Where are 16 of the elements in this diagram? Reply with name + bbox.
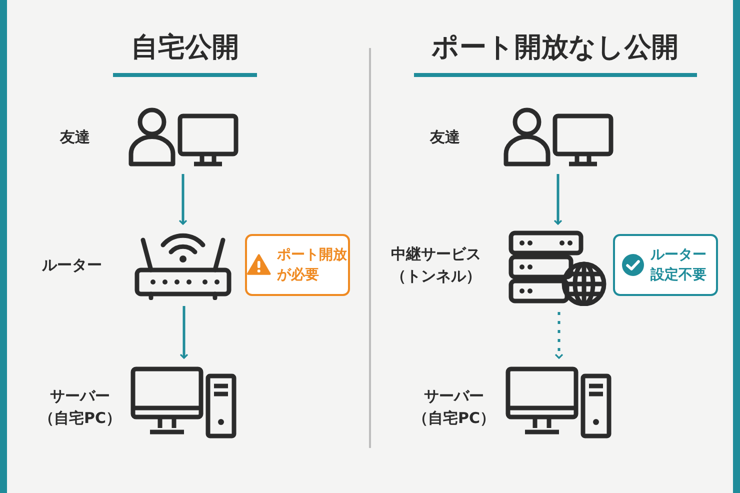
node-label: 友達 (428, 127, 461, 148)
node-label: ルーター (41, 255, 103, 276)
callout-box (245, 234, 350, 296)
callout-text: ポート開放が必要 (276, 246, 348, 285)
node-label: 中継サービス（トンネル） (390, 244, 482, 287)
heading: 自宅公開 (131, 31, 239, 65)
arrow (178, 174, 188, 225)
arrow (554, 312, 564, 359)
callout-box (613, 234, 718, 296)
heading: ポート開放なし公開 (432, 31, 678, 65)
node-label: サーバー（自宅PC） (412, 386, 496, 429)
node-label: 友達 (58, 127, 91, 148)
arrow (554, 174, 562, 225)
callout-text: ルーター設定不要 (650, 246, 708, 285)
node-label: サーバー（自宅PC） (38, 386, 122, 429)
arrow (180, 306, 188, 359)
